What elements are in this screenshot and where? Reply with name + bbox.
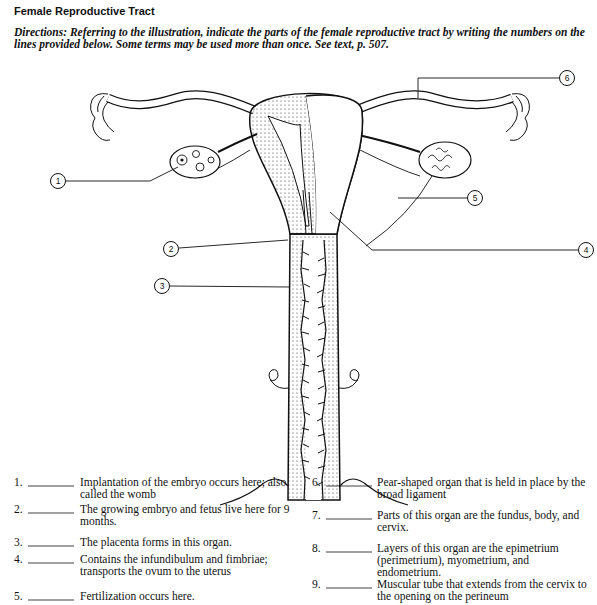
uterus (306, 95, 363, 234)
callout-number: 5 (473, 194, 478, 203)
question-text: Muscular tube that extends from the cerv… (377, 578, 591, 602)
answer-blank (28, 486, 372, 600)
question-text: Layers of this organ are the epimetrium … (377, 542, 591, 578)
question-number: 8. (312, 542, 321, 554)
question-text: The placenta forms in this organ. (80, 536, 308, 548)
callout-number: 6 (565, 74, 570, 83)
leader-line (170, 286, 290, 287)
question-text: Parts of this organ are the fundus, body… (377, 509, 591, 533)
leader-line (398, 198, 467, 199)
fallopian-tube (108, 95, 254, 110)
question-number: 3. (14, 536, 23, 548)
ovary-texture (428, 148, 452, 171)
vestibular-gland (339, 370, 359, 389)
callout-circle: 3 (154, 278, 170, 294)
leader-line (179, 240, 288, 248)
fimbriae (506, 94, 529, 141)
callout-number: 4 (584, 246, 589, 255)
follicle (208, 157, 214, 163)
question-text: Contains the infundibulum and fimbriae; … (80, 553, 308, 577)
question-text: Pear-shaped organ that is held in place … (377, 476, 591, 500)
vestibular-gland (269, 370, 289, 389)
cervical-canal (303, 190, 312, 234)
leader-line (66, 167, 178, 181)
callout-circle: 1 (50, 173, 66, 189)
leader-line (330, 212, 578, 250)
ovarian-ligament (354, 134, 420, 152)
question-number: 6. (312, 476, 321, 488)
question-number: 2. (14, 503, 23, 515)
follicle (177, 155, 187, 165)
follicle (196, 163, 204, 171)
callout-circle: 5 (467, 190, 483, 206)
uterus (250, 94, 363, 234)
follicle (180, 158, 183, 161)
callout-number: 3 (160, 282, 165, 291)
vaginal-lumen (301, 240, 326, 500)
question-number: 7. (312, 509, 321, 521)
callout-number: 1 (56, 177, 61, 186)
question-number: 9. (312, 578, 321, 590)
uterine-cavity (268, 116, 309, 226)
ovary (170, 146, 220, 178)
leader-line (418, 78, 559, 98)
follicle (193, 151, 200, 158)
question-text: Implantation of the embryo occurs here; … (80, 476, 308, 500)
uterus-wall (306, 95, 363, 234)
question-number: 4. (14, 553, 23, 565)
callout-circle: 6 (559, 70, 575, 86)
vagina (288, 234, 340, 500)
question-number: 1. (14, 476, 23, 488)
vaginal-lumen (303, 240, 324, 500)
callout-circle: 2 (163, 241, 179, 257)
ovarian-ligament (218, 134, 257, 152)
worksheet-title: Female Reproductive Tract (14, 5, 155, 17)
ovary (419, 142, 471, 178)
question-text: Fertilization occurs here. (80, 590, 308, 602)
callout-number: 2 (169, 245, 174, 254)
question-text: The growing embryo and fetus live here f… (80, 503, 308, 527)
fallopian-tube (108, 95, 254, 110)
fallopian-tube (356, 95, 512, 110)
rugae (302, 252, 325, 485)
fimbriae (91, 94, 114, 141)
callout-circle: 4 (578, 242, 594, 258)
question-number: 5. (14, 590, 23, 602)
directions-text: Directions: Referring to the illustratio… (14, 26, 586, 50)
fallopian-tube (356, 95, 512, 110)
